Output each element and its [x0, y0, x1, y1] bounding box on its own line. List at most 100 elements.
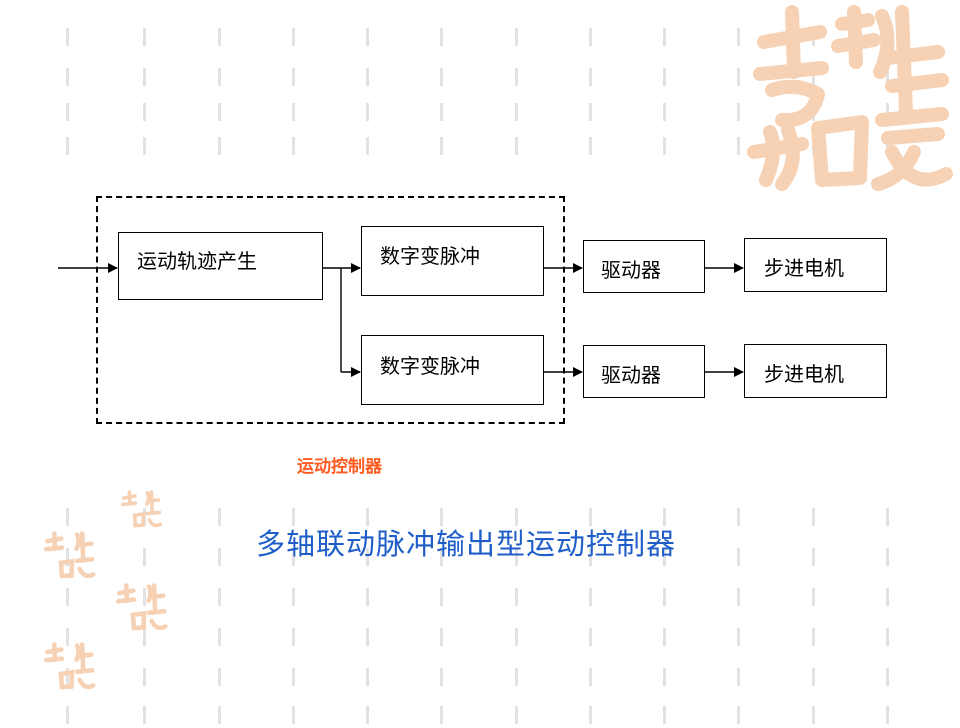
controller-caption: 运动控制器 — [297, 457, 382, 477]
tick-mark — [218, 137, 221, 155]
tick-mark — [366, 103, 369, 121]
driver-label-1: 驱动器 — [601, 258, 661, 282]
tick-mark — [143, 68, 146, 86]
tick-mark — [515, 68, 518, 86]
motor-block-1: 步进电机 — [744, 238, 887, 292]
tick-mark — [143, 548, 146, 566]
tick-row — [0, 68, 960, 90]
tick-mark — [440, 508, 443, 526]
tick-mark — [218, 103, 221, 121]
tick-mark — [218, 588, 221, 606]
tick-mark — [589, 628, 592, 646]
tick-mark — [218, 706, 221, 724]
tick-mark — [663, 137, 666, 155]
tick-mark — [515, 137, 518, 155]
tick-mark — [66, 668, 69, 686]
tick-mark — [366, 68, 369, 86]
tick-row — [0, 628, 960, 650]
tick-mark — [66, 137, 69, 155]
tick-mark — [663, 28, 666, 46]
tick-mark — [663, 588, 666, 606]
tick-mark — [589, 588, 592, 606]
tick-mark — [143, 103, 146, 121]
tick-mark — [812, 68, 815, 86]
tick-mark — [440, 628, 443, 646]
pulse-label-2: 数字变脉冲 — [380, 354, 480, 378]
tick-mark — [663, 548, 666, 566]
tick-mark — [218, 548, 221, 566]
tick-mark — [366, 628, 369, 646]
tick-mark — [292, 548, 295, 566]
tick-mark — [66, 628, 69, 646]
driver-block-2: 驱动器 — [583, 345, 705, 398]
tick-mark — [218, 68, 221, 86]
slide-title: 多轴联动脉冲输出型运动控制器 — [256, 527, 677, 561]
tick-mark — [812, 668, 815, 686]
motor-label-1: 步进电机 — [764, 256, 844, 280]
tick-mark — [366, 508, 369, 526]
tick-mark — [292, 706, 295, 724]
tick-mark — [663, 508, 666, 526]
tick-row — [0, 548, 960, 570]
tick-mark — [292, 68, 295, 86]
tick-mark — [589, 668, 592, 686]
tick-mark — [440, 68, 443, 86]
tick-mark — [737, 137, 740, 155]
tick-mark — [886, 68, 889, 86]
tick-mark — [440, 28, 443, 46]
tick-mark — [663, 103, 666, 121]
tick-mark — [66, 548, 69, 566]
tick-mark — [515, 588, 518, 606]
tick-mark — [143, 628, 146, 646]
tick-mark — [143, 28, 146, 46]
tick-mark — [663, 668, 666, 686]
tick-mark — [589, 103, 592, 121]
tick-mark — [366, 706, 369, 724]
tick-mark — [515, 103, 518, 121]
tick-mark — [737, 548, 740, 566]
tick-mark — [366, 588, 369, 606]
tick-mark — [440, 137, 443, 155]
tick-mark — [66, 588, 69, 606]
driver-label-2: 驱动器 — [601, 363, 661, 387]
tick-mark — [886, 548, 889, 566]
tick-mark — [440, 548, 443, 566]
tick-mark — [812, 508, 815, 526]
tick-mark — [737, 668, 740, 686]
tick-mark — [515, 706, 518, 724]
tick-mark — [66, 28, 69, 46]
tick-mark — [737, 68, 740, 86]
tick-mark — [440, 103, 443, 121]
tick-mark — [886, 668, 889, 686]
tick-mark — [143, 706, 146, 724]
trajectory-block: 运动轨迹产生 — [118, 232, 323, 300]
tick-row — [0, 588, 960, 610]
tick-mark — [66, 68, 69, 86]
motor-label-2: 步进电机 — [764, 362, 844, 386]
seal-logo-large — [747, 5, 953, 191]
tick-mark — [886, 137, 889, 155]
tick-mark — [292, 28, 295, 46]
tick-mark — [366, 668, 369, 686]
tick-mark — [886, 103, 889, 121]
tick-mark — [292, 668, 295, 686]
tick-mark — [143, 668, 146, 686]
pulse-label-1: 数字变脉冲 — [380, 244, 480, 268]
motor-block-2: 步进电机 — [744, 344, 887, 398]
seal-logo-small — [121, 490, 163, 528]
tick-mark — [440, 668, 443, 686]
tick-mark — [440, 706, 443, 724]
driver-block-1: 驱动器 — [583, 240, 705, 293]
seal-logo-small — [43, 531, 96, 579]
tick-mark — [737, 28, 740, 46]
tick-mark — [515, 28, 518, 46]
tick-mark — [292, 137, 295, 155]
tick-mark — [292, 508, 295, 526]
tick-mark — [589, 706, 592, 724]
tick-mark — [292, 628, 295, 646]
tick-mark — [737, 706, 740, 724]
controller-boundary — [96, 196, 565, 424]
seal-logo-small — [115, 583, 168, 631]
tick-mark — [366, 28, 369, 46]
